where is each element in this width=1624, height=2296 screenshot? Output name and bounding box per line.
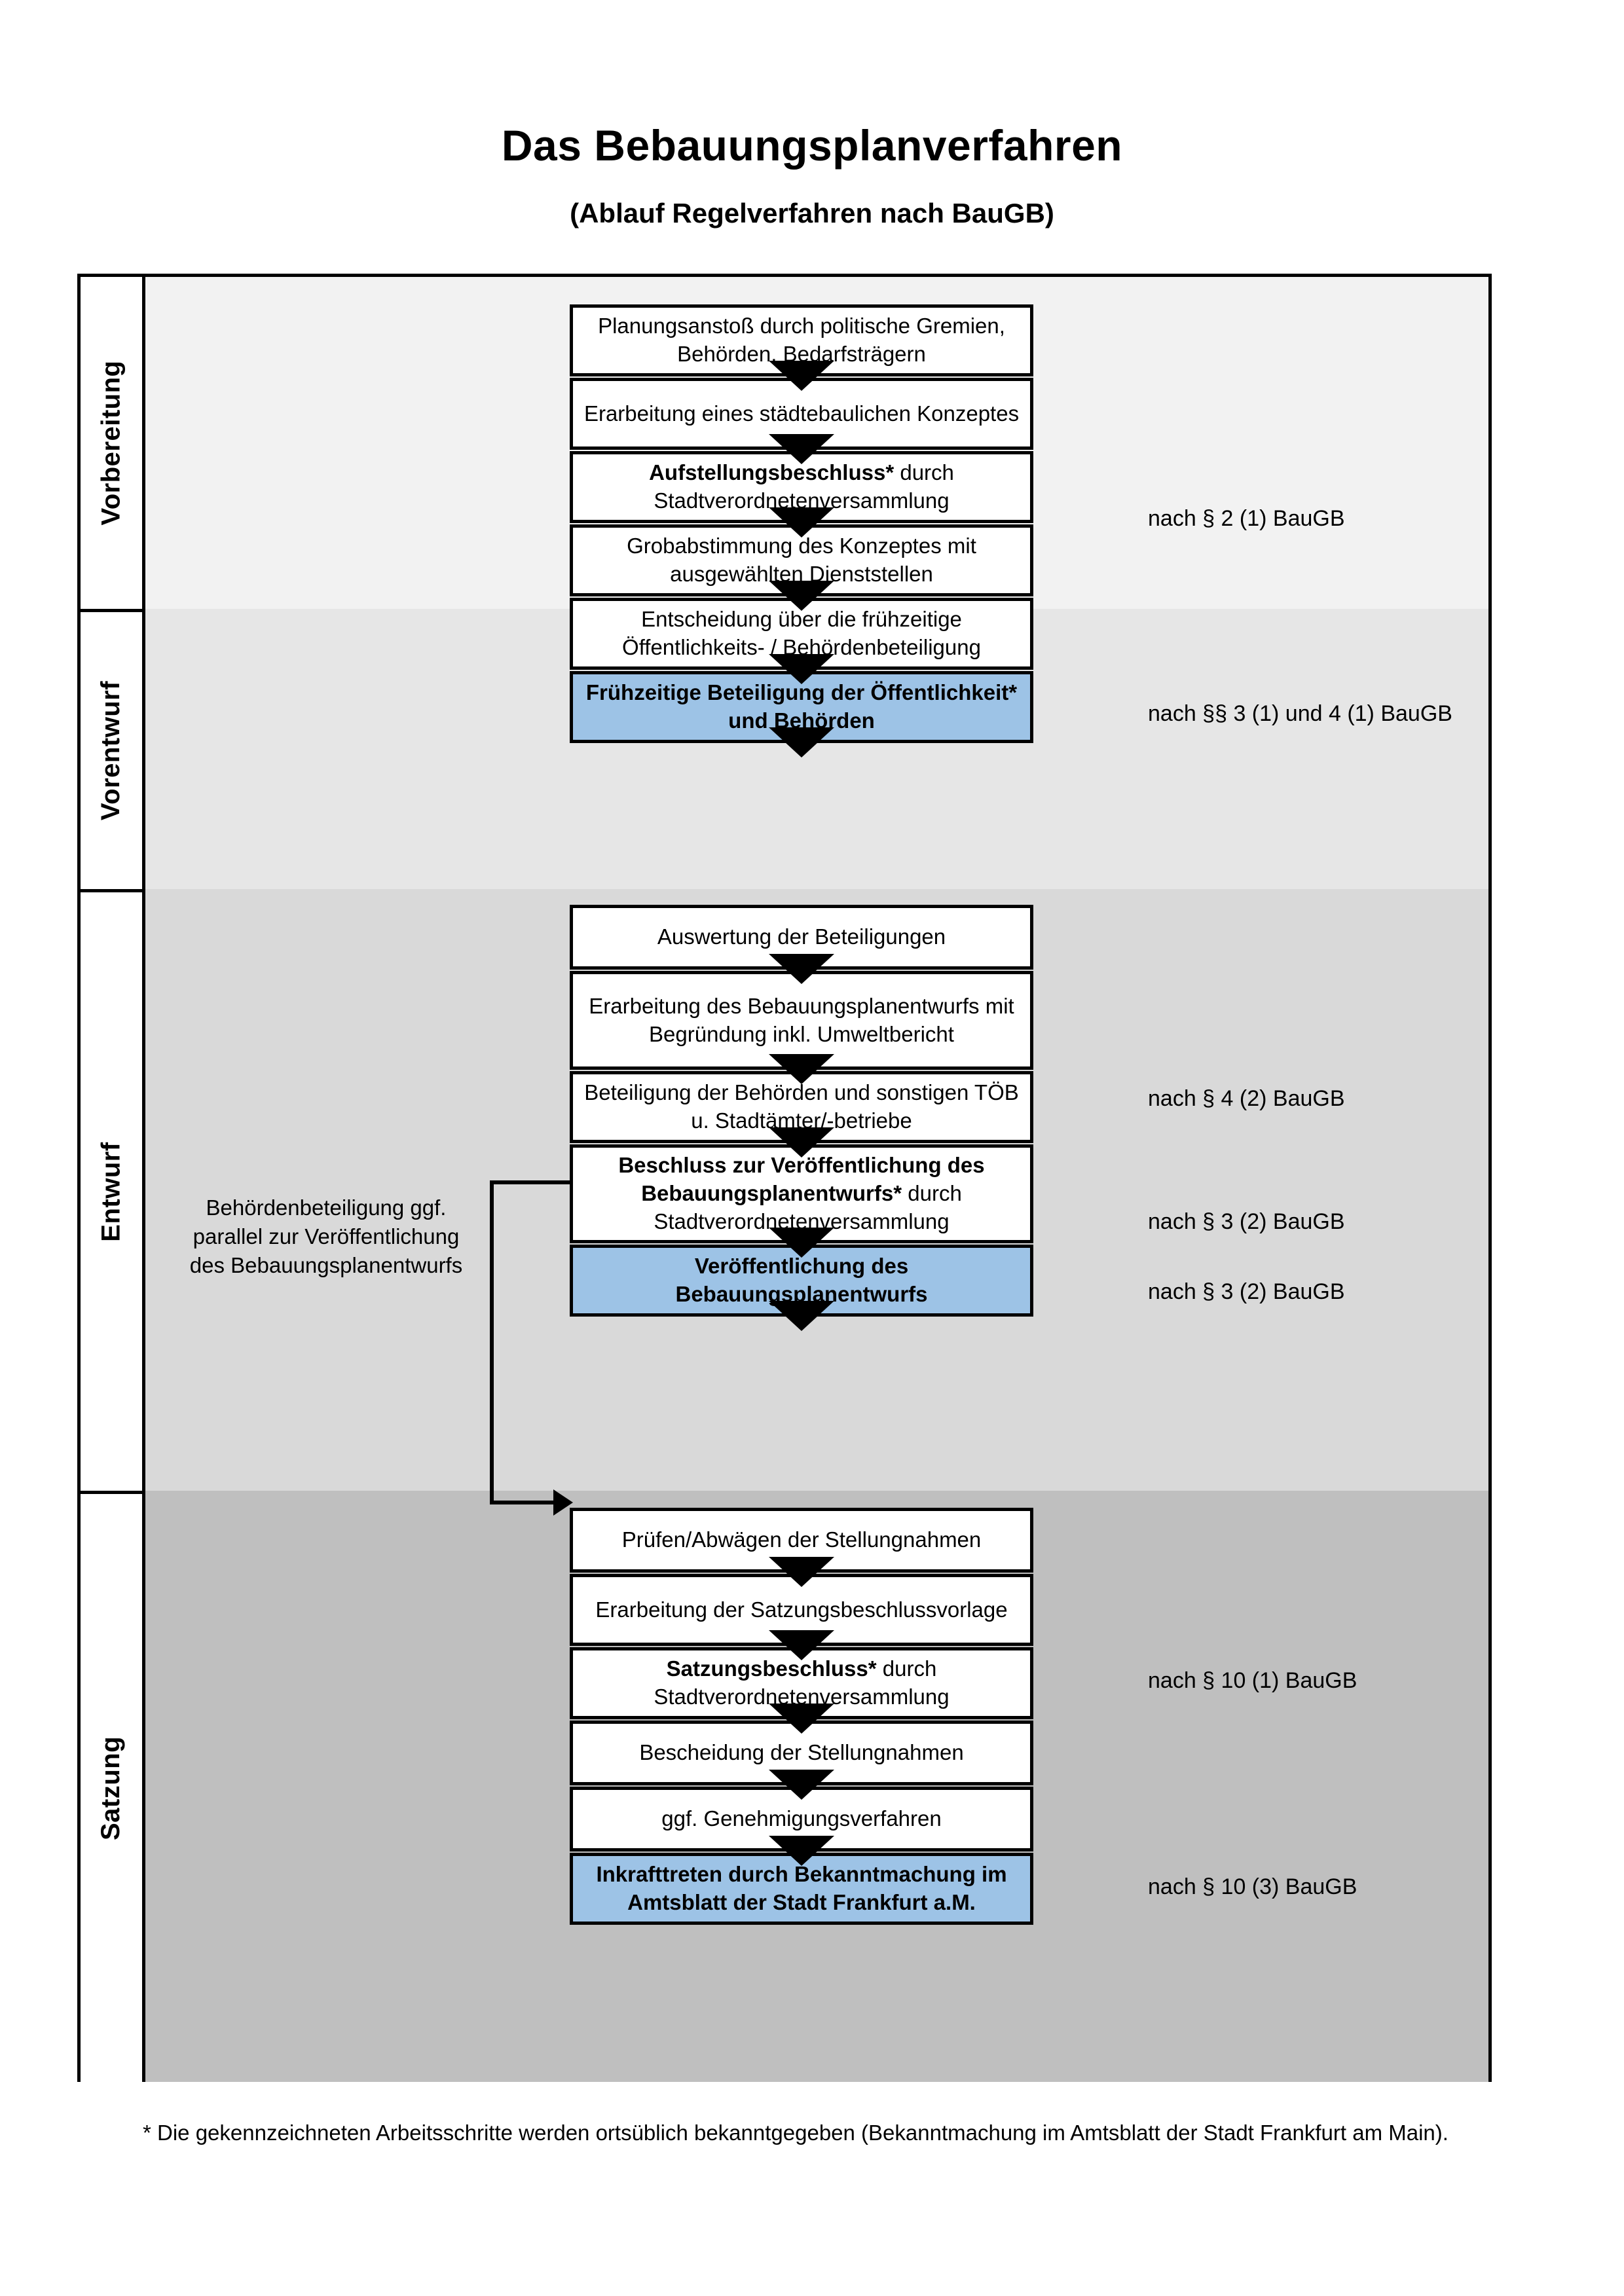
step-text-wrapper: Inkrafttreten durch Bekanntmachung im Am…	[582, 1861, 1021, 1917]
side-note-behoerdenbeteiligung: Behördenbeteiligung ggf. parallel zur Ve…	[189, 1195, 463, 1278]
step-text: Grobabstimmung des Konzeptes mit ausgewä…	[627, 534, 976, 586]
step-inkrafttreten[interactable]: Inkrafttreten durch Bekanntmachung im Am…	[570, 1853, 1033, 1925]
page-header: Das Bebauungsplanverfahren (Ablauf Regel…	[0, 0, 1624, 228]
legal-ref-4-2: nach § 4 (2) BauGB	[1148, 1086, 1345, 1111]
step-text-wrapper: Satzungsbeschluss* durch Stadtverordnete…	[582, 1655, 1021, 1711]
phase-label-text: Entwurf	[96, 1141, 126, 1242]
arrow-down-icon	[769, 581, 834, 611]
arrow-down-icon	[769, 954, 834, 984]
arrow-down-icon	[769, 1836, 834, 1866]
legal-ref-10-3: nach § 10 (3) BauGB	[1148, 1874, 1357, 1899]
arrow-down-icon	[769, 1054, 834, 1084]
arrow-down-icon	[769, 1704, 834, 1734]
legal-ref-10-1: nach § 10 (1) BauGB	[1148, 1668, 1357, 1693]
step-text-wrapper: Beschluss zur Veröffentlichung des Bebau…	[582, 1152, 1021, 1236]
arrow-down-icon	[769, 1127, 834, 1157]
arrow-down-icon	[769, 361, 834, 391]
phase-label-text: Vorentwurf	[96, 680, 126, 821]
arrow-down-icon	[769, 727, 834, 757]
step-text: Auswertung der Beteiligungen	[657, 924, 946, 949]
arrow-down-icon	[769, 654, 834, 684]
legal-ref-3-1-4-1: nach §§ 3 (1) und 4 (1) BauGB	[1148, 701, 1452, 726]
step-bold-prefix: Satzungsbeschluss*	[666, 1656, 877, 1681]
arrow-down-icon	[769, 1770, 834, 1800]
phase-label-entwurf: Entwurf	[81, 889, 145, 1491]
legal-ref-3-2-b: nach § 3 (2) BauGB	[1148, 1279, 1345, 1304]
arrow-down-icon	[769, 1557, 834, 1587]
arrow-down-icon	[769, 1301, 834, 1331]
step-text: Erarbeitung der Satzungsbeschlussvorlage	[595, 1597, 1008, 1622]
arrow-down-icon	[769, 1228, 834, 1258]
legal-ref-3-2-a: nach § 3 (2) BauGB	[1148, 1209, 1345, 1234]
phase-label-vorentwurf: Vorentwurf	[81, 609, 145, 889]
step-text: Erarbeitung des Bebauungsplanentwurfs mi…	[589, 993, 1014, 1046]
step-text: Bescheidung der Stellungnahmen	[639, 1740, 964, 1765]
step-text: Beteiligung der Behörden und sonstigen T…	[584, 1080, 1019, 1133]
phase-label-satzung: Satzung	[81, 1491, 145, 2082]
step-text: ggf. Genehmigungsverfahren	[661, 1806, 942, 1831]
phase-label-text: Satzung	[96, 1736, 126, 1840]
phase-label-vorbereitung: Vorbereitung	[81, 277, 145, 609]
arrow-down-icon	[769, 434, 834, 464]
process-flowchart: Vorbereitung Vorentwurf Entwurf Satzung …	[77, 274, 1492, 2082]
phase-label-text: Vorbereitung	[96, 360, 126, 526]
step-bold-prefix: Inkrafttreten	[596, 1862, 722, 1887]
arrow-down-icon	[769, 507, 834, 538]
step-text: Prüfen/Abwägen der Stellungnahmen	[621, 1527, 982, 1552]
legal-ref-2-1: nach § 2 (1) BauGB	[1148, 506, 1345, 531]
step-text: Erarbeitung eines städtebaulichen Konzep…	[583, 401, 1020, 426]
footnote: * Die gekennzeichneten Arbeitsschritte w…	[143, 2121, 1449, 2145]
step-text: durch Bekanntmachung im Amtsblatt der St…	[627, 1862, 1007, 1914]
page-subtitle: (Ablauf Regelverfahren nach BauGB)	[570, 197, 1054, 228]
step-bold-prefix: Aufstellungsbeschluss*	[649, 460, 895, 485]
page-title: Das Bebauungsplanverfahren	[501, 121, 1123, 170]
arrow-down-icon	[769, 1630, 834, 1660]
